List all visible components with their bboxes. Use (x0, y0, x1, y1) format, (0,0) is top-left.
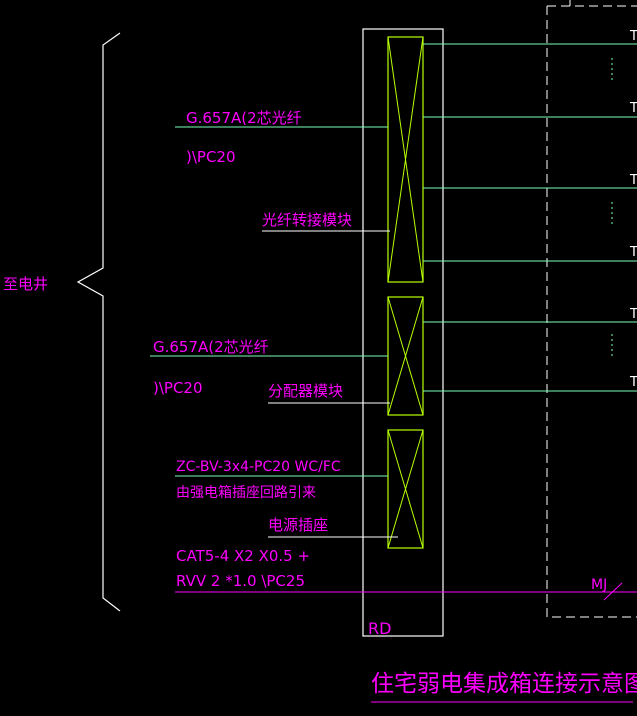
data-cable-line2: RVV 2 *1.0 \PC25 (176, 572, 305, 590)
data-cable-line1: CAT5-4 X2 X0.5 + (176, 547, 310, 565)
power-cable-line1: ZC-BV-3x4-PC20 WC/FC (176, 459, 341, 475)
splitter-module-label: 分配器模块 (268, 382, 343, 400)
fiber-module-label: 光纤转接模块 (262, 211, 352, 229)
terminal-marker: T (629, 245, 637, 260)
terminal-marker: T (629, 307, 637, 322)
fiber-cable-1-line2: )\PC20 (186, 148, 236, 166)
fiber-cable-2-line2: )\PC20 (153, 379, 203, 397)
rd-label: RD (368, 619, 391, 638)
mj-label: MJ (591, 577, 607, 593)
terminal-marker: T (629, 375, 637, 390)
power-cable-line2: 由强电箱插座回路引来 (176, 485, 316, 501)
fiber-cable-1-line1: G.657A(2芯光纤 (186, 109, 302, 127)
outgoing-lines (423, 43, 637, 392)
diagram-title: 住宅弱电集成箱连接示意图 (371, 671, 637, 697)
terminal-marker: T (629, 173, 637, 188)
left-brace (76, 32, 121, 612)
rd-enclosure (362, 28, 444, 637)
terminal-marker: T (629, 101, 637, 116)
socket-label: 电源插座 (268, 516, 328, 534)
power-socket-module (387, 429, 424, 549)
left-label: 至电井 (3, 275, 48, 293)
fiber-cable-2-line1: G.657A(2芯光纤 (153, 338, 269, 356)
splitter-module (387, 296, 424, 416)
fiber-transfer-module (387, 36, 424, 283)
mj-slash (603, 582, 623, 601)
terminal-markers: T T T T T T (629, 29, 637, 390)
right-dashed-boundary (546, 5, 637, 618)
terminal-marker: T (629, 29, 637, 44)
